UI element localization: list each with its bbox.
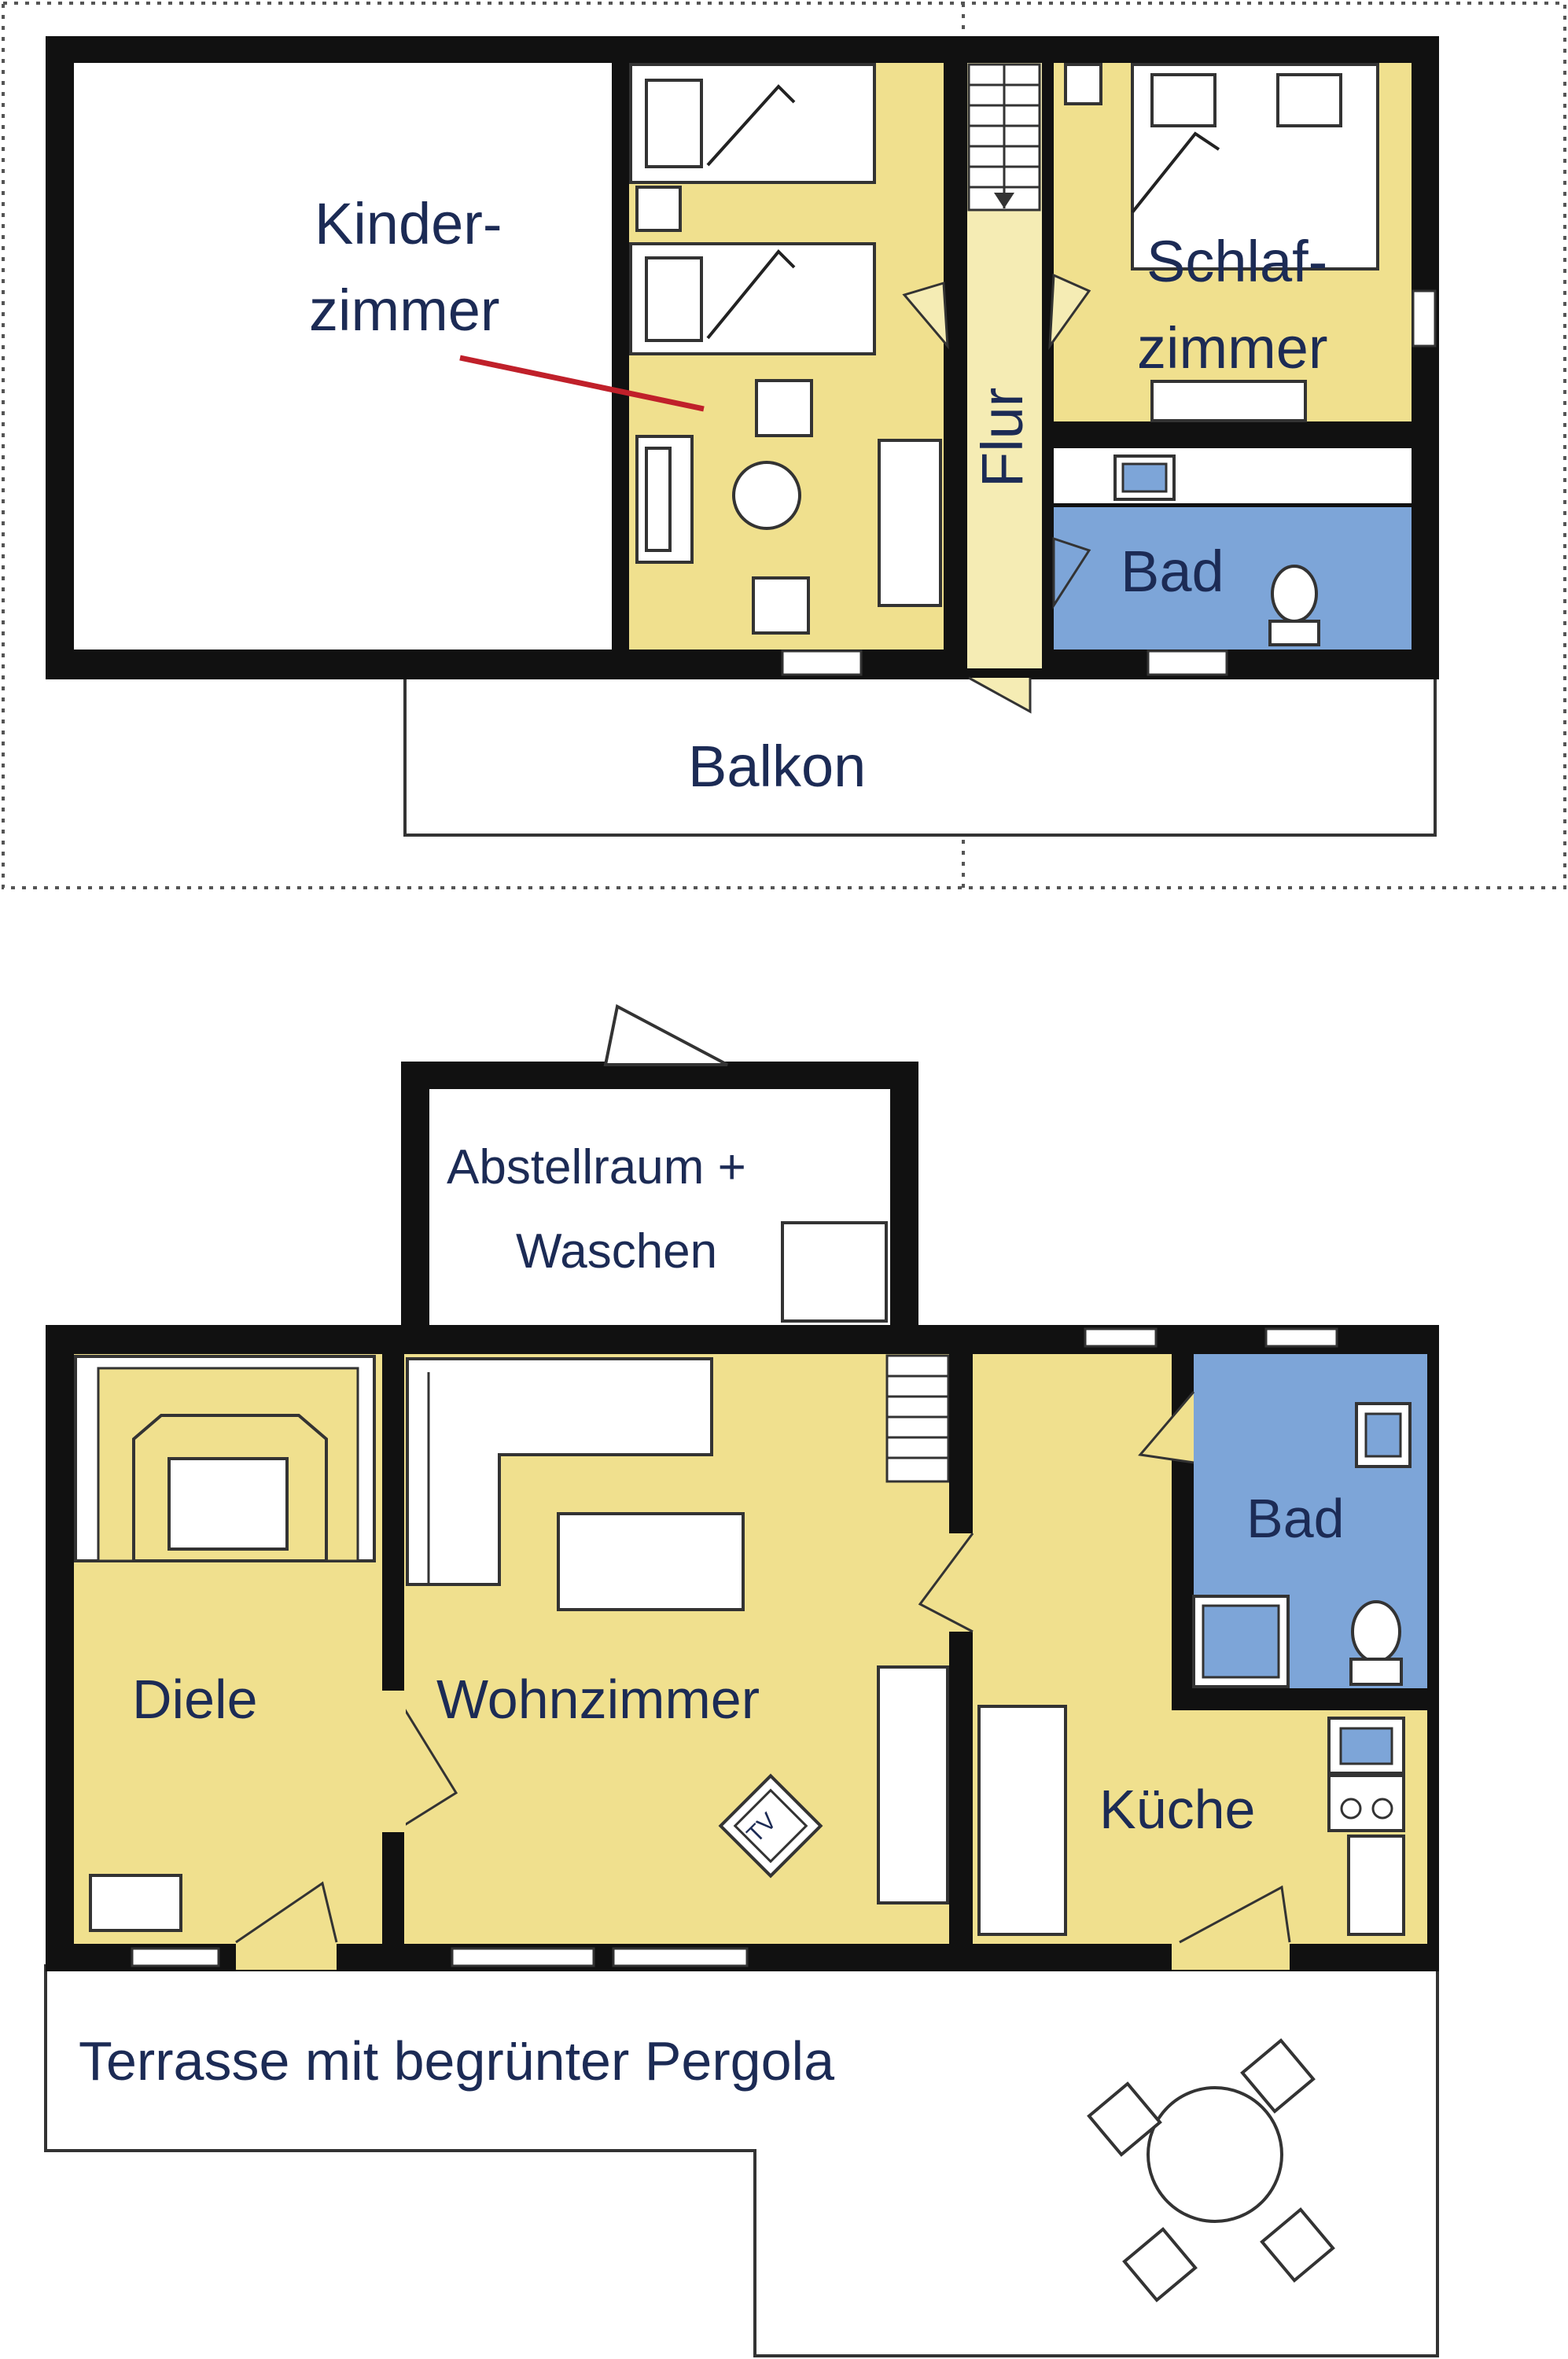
balkon-label: Balkon [688, 734, 866, 799]
schlafzimmer-label-2: zimmer [1137, 315, 1328, 381]
shelf-kinder [878, 439, 942, 607]
flur-door-right [1048, 273, 1091, 351]
terrasse-label: Terrasse mit begrünter Pergola [79, 2030, 834, 2092]
ground-window-wohn-2 [612, 1947, 749, 1967]
corner-sofa [406, 1357, 713, 1586]
dresser-schlaf [1150, 380, 1307, 422]
ground-stairs [885, 1354, 950, 1483]
wohnzimmer-label: Wohnzimmer [436, 1669, 760, 1730]
kueche-exterior-gap [1172, 1942, 1290, 1970]
flur-door-exit [968, 676, 1032, 714]
wohn-kueche-door [918, 1533, 974, 1633]
bed-double-pillow-2 [1276, 73, 1342, 127]
bed-2-blanket-fold [706, 249, 796, 340]
ground-bad-label: Bad [1246, 1488, 1345, 1549]
chair-top [755, 379, 813, 437]
bed-1-blanket-fold [706, 84, 796, 167]
bed-double-fold [1131, 131, 1220, 214]
upper-bad-label: Bad [1121, 539, 1224, 604]
upper-floor-dotted-frame [2, 2, 1566, 889]
ground-floor: TV [44, 1003, 1439, 2357]
terrace-table-set [1087, 2038, 1335, 2302]
flur-label: Flur [970, 388, 1035, 488]
diele-wohn-door [392, 1690, 458, 1834]
kueche-door-exit [1179, 1885, 1291, 1944]
terrace-round-table [1147, 2086, 1283, 2223]
diele-bench [167, 1457, 289, 1551]
abstellraum-door [603, 1003, 728, 1066]
flur-door-bad [1052, 536, 1091, 610]
tv-symbol [718, 1773, 823, 1879]
upper-bad-floor [1054, 507, 1412, 650]
ground-toilet-bowl [1351, 1600, 1401, 1663]
abstellraum-label-2: Waschen [516, 1224, 717, 1279]
upper-window-kinder [781, 650, 863, 676]
stove-burner-1 [1340, 1798, 1362, 1820]
round-table-kinder [732, 461, 801, 530]
upper-stairs [967, 63, 1041, 212]
terrace-chair-3 [1260, 2207, 1335, 2283]
ground-window-top-1 [1084, 1327, 1158, 1348]
diele-label: Diele [132, 1669, 258, 1730]
nightstand-schlaf [1064, 63, 1102, 105]
ground-bad-sink-basin [1364, 1412, 1402, 1458]
kueche-fridge [1347, 1835, 1405, 1936]
nightstand-1 [635, 186, 682, 232]
ground-window-wohn-1 [451, 1947, 595, 1967]
diele-wohn-wall [382, 1341, 404, 1970]
upper-window-schlaf [1412, 289, 1437, 348]
ground-bad-door [1138, 1391, 1195, 1464]
diele-door-exit [235, 1881, 338, 1944]
pointer-line [459, 355, 705, 412]
wohn-kueche-wall [949, 1341, 973, 1970]
ground-bad-shower-inner [1202, 1604, 1280, 1679]
balkon-area [403, 676, 1437, 837]
terrace-chair-2 [1240, 2038, 1316, 2114]
upper-bad-strip [1054, 448, 1412, 503]
stove-burner-2 [1371, 1798, 1393, 1820]
bed-1-pillow [645, 79, 703, 168]
toilet-upper-bowl [1271, 565, 1318, 623]
upper-floor: Kinder- zimmer Schlaf- zimmer Flur Bad B… [2, 2, 1566, 889]
diele-exterior-gap [236, 1942, 337, 1970]
coffee-table [557, 1512, 745, 1611]
diele-cabinet [89, 1874, 182, 1932]
chair-bottom [752, 576, 810, 635]
schlafzimmer-label-1: Schlaf- [1147, 229, 1327, 294]
upper-window-bad [1147, 650, 1228, 676]
washer [781, 1221, 888, 1323]
abstellraum-label-1: Abstellraum + [447, 1140, 746, 1194]
sofa-kinder-inner [645, 447, 672, 552]
kinderzimmer-left-white [74, 63, 612, 650]
kueche-counter-left [977, 1705, 1067, 1936]
bed-double-pillow-1 [1150, 73, 1216, 127]
flur-door-left [902, 282, 949, 350]
kinderzimmer-label-1: Kinder- [315, 191, 502, 256]
bed-2-pillow [645, 256, 703, 342]
terrace-chair-4 [1122, 2227, 1198, 2302]
sink-upper-bad-basin [1121, 462, 1168, 493]
ground-toilet-tank [1349, 1658, 1403, 1686]
kueche-sink-basin [1339, 1727, 1393, 1765]
ground-window-top-2 [1264, 1327, 1338, 1348]
kueche-stove [1327, 1774, 1405, 1832]
kueche-label: Küche [1099, 1779, 1255, 1840]
kinderzimmer-label-2: zimmer [309, 278, 500, 343]
diele-wohn-door-gap [381, 1691, 406, 1832]
terrace-chair-1 [1087, 2081, 1162, 2157]
toilet-upper-tank [1268, 620, 1320, 646]
ground-window-diele [131, 1947, 220, 1967]
wohn-sideboard [877, 1665, 949, 1904]
